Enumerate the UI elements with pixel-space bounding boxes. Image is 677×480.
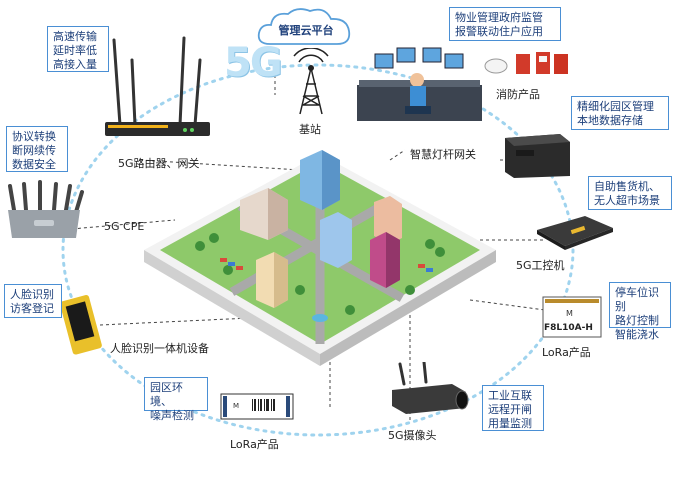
cpe-label: 5G CPE: [104, 220, 145, 233]
env-note: 园区环境、 噪声检测: [144, 377, 208, 422]
gov-note: 物业管理政府监管 报警联动住户应用: [449, 7, 561, 41]
cpe-note: 协议转换 断网续传 数据安全: [6, 126, 68, 172]
fire-label: 消防产品: [496, 88, 540, 101]
5g-logo: 5G: [224, 40, 283, 86]
lamp-gateway-label: 智慧灯杆网关: [410, 148, 476, 161]
vending-note: 自助售货机、 无人超市场景: [588, 176, 672, 210]
face-terminal-icon: [62, 295, 102, 355]
lora-left-label: LoRa产品: [230, 438, 279, 451]
fire-devices-icon: [484, 52, 568, 74]
cpe-icon: [8, 180, 84, 238]
svg-text:M: M: [566, 309, 573, 318]
buildings: [240, 150, 402, 308]
face-note: 人脸识别 访客登记: [4, 284, 62, 318]
camera-icon: [392, 362, 469, 414]
smart-city-illustration: [144, 150, 496, 366]
industrial-pc-icon: [537, 216, 613, 250]
router-note: 高速传输 延时率低 高接入量: [47, 26, 109, 72]
router-label: 5G路由器、网关: [118, 157, 200, 170]
lamp-gateway-icon: [505, 134, 570, 178]
camera-label: 5G摄像头: [388, 429, 437, 442]
cloud-icon: [257, 8, 351, 45]
storage-note: 精细化园区管理 本地数据存储: [571, 96, 669, 130]
base-station-label: 基站: [299, 123, 321, 136]
industrial-pc-label: 5G工控机: [516, 259, 565, 272]
svg-text:M: M: [233, 402, 239, 410]
lora-module-right-icon: M: [542, 296, 602, 338]
tower-icon: [293, 48, 329, 115]
router-icon: [105, 36, 210, 136]
face-device-label: 人脸识别一体机设备: [110, 342, 209, 355]
parking-note: 停车位识别 路灯控制 智能浇水: [609, 282, 671, 341]
lora-right-chip-label: F8L10A-H: [544, 323, 593, 333]
lora-right-label: LoRa产品: [542, 346, 591, 359]
lora-module-left-icon: M: [220, 393, 294, 420]
industrial-note: 工业互联 远程开闸 用量监测: [482, 385, 544, 431]
cloud-title: 管理云平台: [278, 24, 334, 37]
monitoring-desk-icon: [357, 47, 482, 121]
